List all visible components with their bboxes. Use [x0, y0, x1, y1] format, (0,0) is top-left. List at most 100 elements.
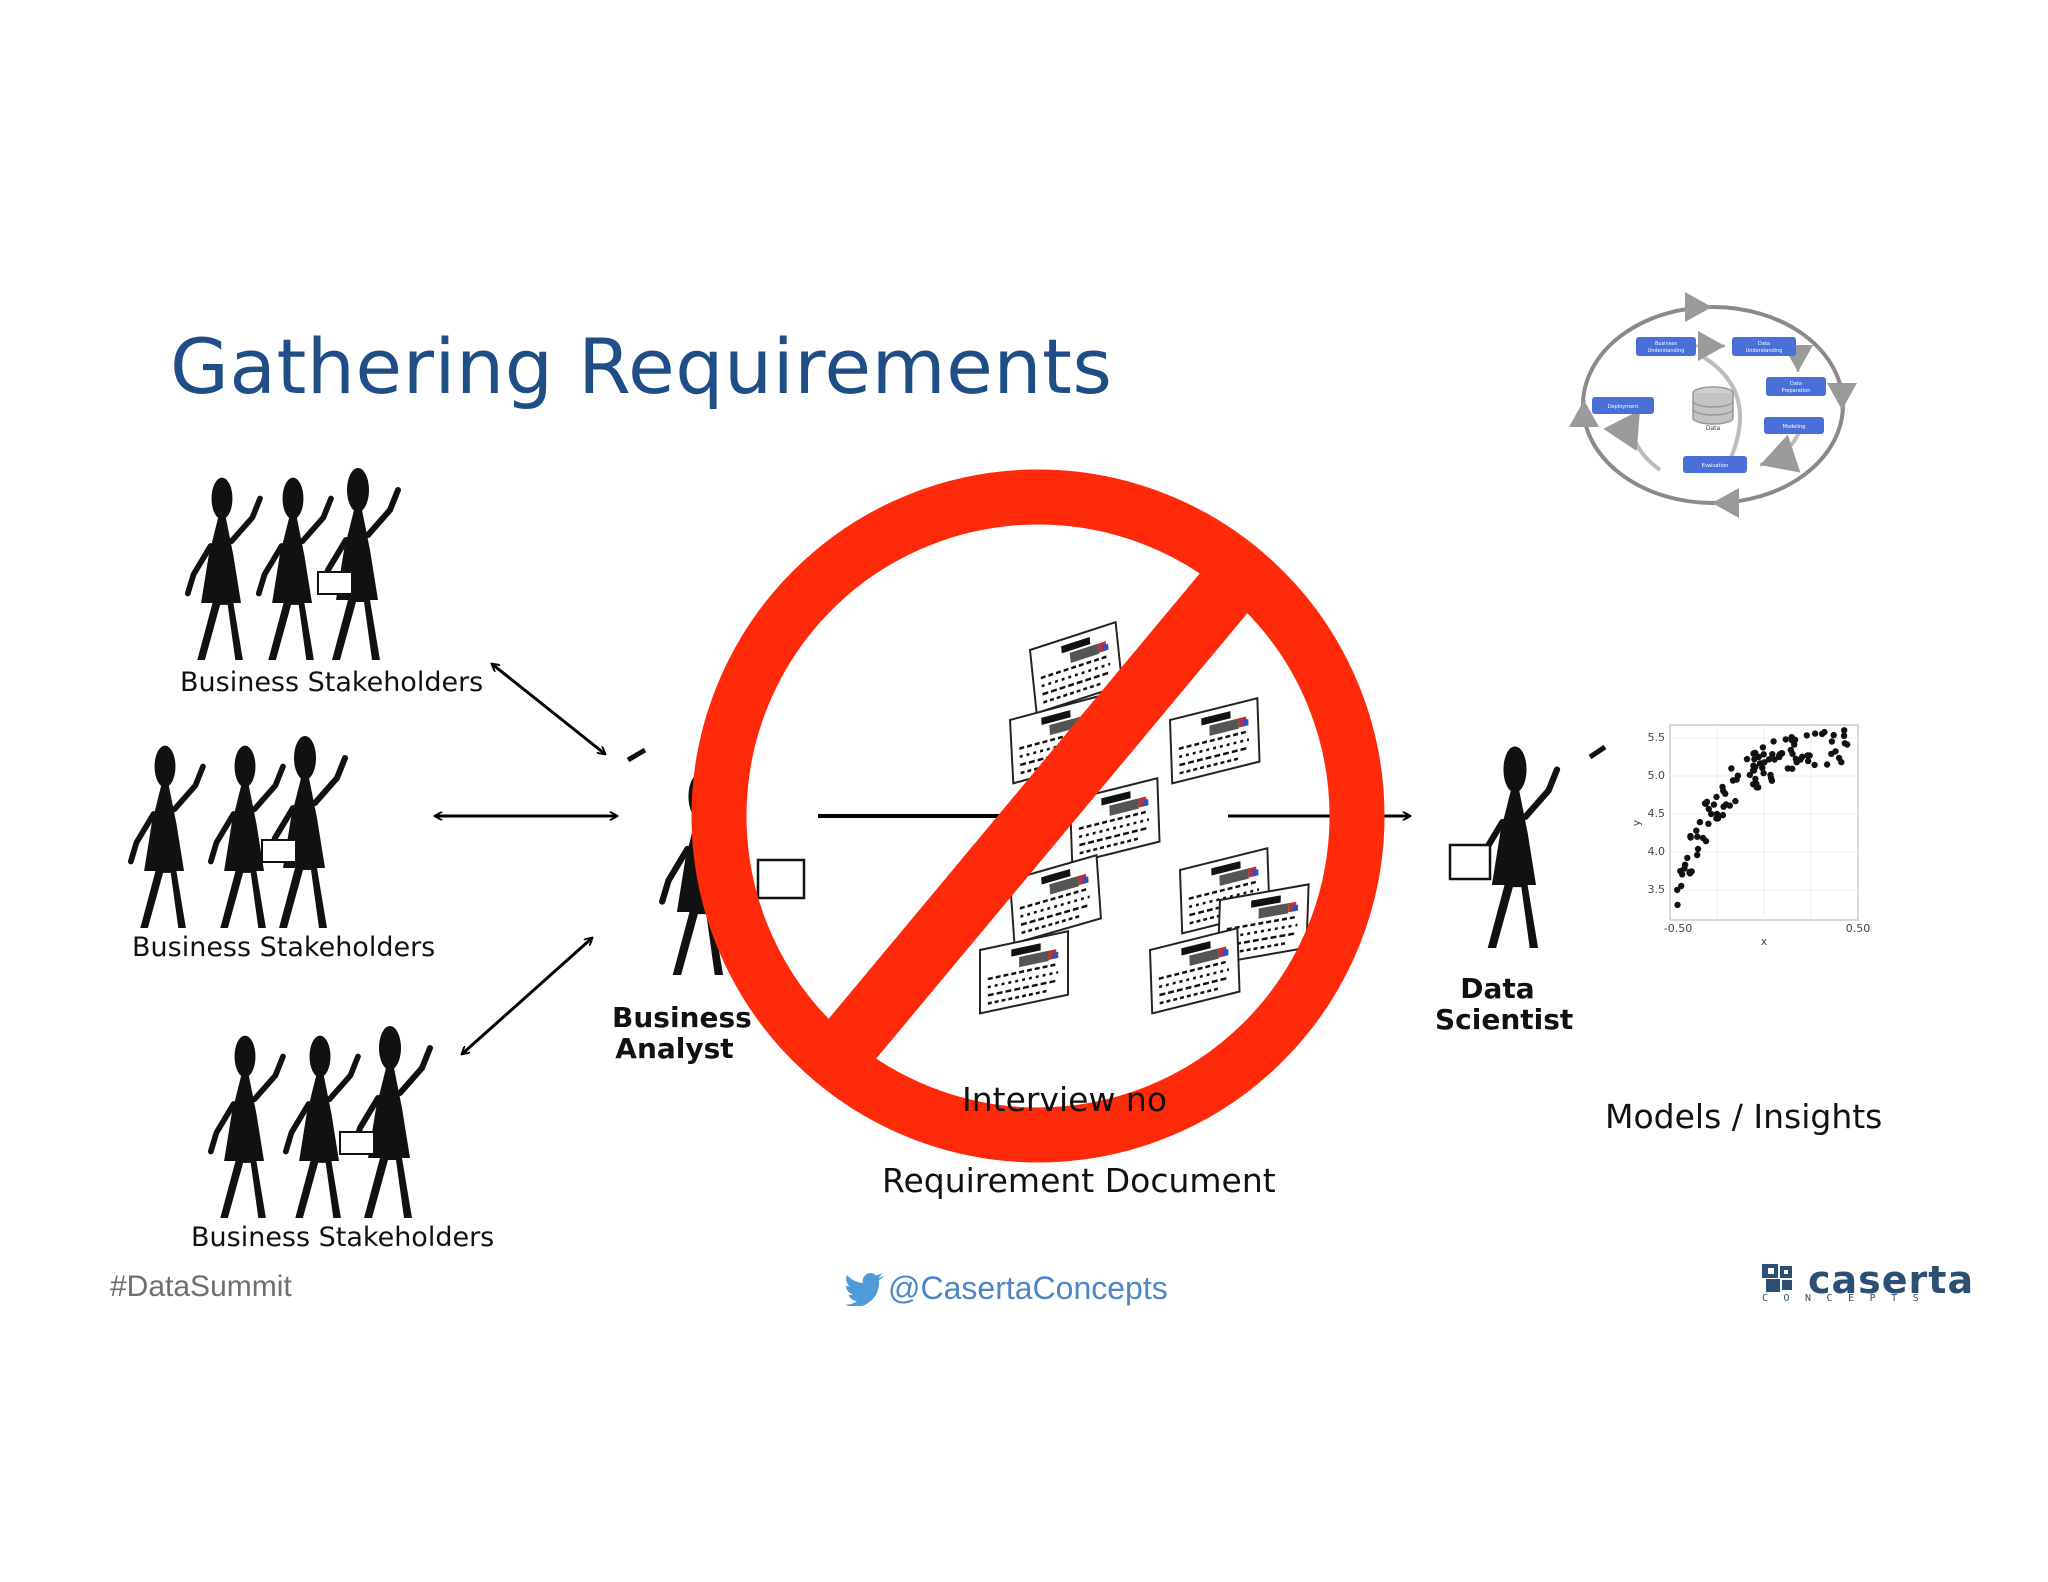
caserta-logo-icon	[1762, 1264, 1792, 1292]
scatter-point	[1705, 820, 1712, 827]
scatter-point	[1719, 811, 1727, 819]
scatter-point	[1701, 800, 1709, 807]
crisp-modeling	[1764, 417, 1824, 434]
twitter-bird-icon	[846, 1273, 884, 1306]
scatter-point	[1778, 750, 1785, 757]
database-icon	[1692, 386, 1734, 425]
analyst-line-1: Business	[612, 1001, 752, 1034]
crisp-deployment	[1592, 397, 1654, 414]
y-tick: 4.5	[1648, 807, 1666, 820]
y-tick: 5.0	[1648, 769, 1666, 782]
hashtag-text: #DataSummit	[110, 1270, 292, 1303]
scatter-point	[1804, 757, 1812, 765]
scatter-point	[1726, 802, 1734, 809]
analyst-line-2: Analyst	[615, 1032, 734, 1065]
scatter-point	[1679, 871, 1686, 878]
svg-text:Understanding: Understanding	[1648, 348, 1685, 354]
y-axis-label: y	[1630, 819, 1643, 826]
scatter-point	[1733, 776, 1740, 783]
x-tick: 0.50	[1846, 922, 1871, 935]
scatter-point	[1830, 731, 1837, 739]
arrow-stakeholders-1-analyst	[492, 664, 605, 754]
x-tick: -0.50	[1664, 922, 1692, 935]
scatter-point	[1694, 833, 1701, 840]
svg-text:Preparation: Preparation	[1782, 388, 1811, 394]
scatter-point	[1841, 727, 1848, 734]
scatter-point	[1693, 827, 1700, 834]
svg-text:Deployment: Deployment	[1608, 404, 1639, 410]
scatter-point	[1720, 787, 1727, 795]
y-tick: 5.5	[1648, 731, 1666, 744]
scatter-point	[1760, 769, 1767, 777]
stakeholder-group-1	[188, 468, 398, 660]
stakeholder-group-3	[211, 1026, 430, 1218]
crisp-business-understanding	[1636, 337, 1696, 356]
scatter-point	[1694, 845, 1702, 853]
scatter-point	[1720, 803, 1727, 810]
scatter-point	[1710, 801, 1718, 808]
models-insights-label: Models / Insights	[1605, 1097, 1883, 1136]
scatter-point	[1684, 854, 1691, 862]
scatter-point	[1713, 810, 1721, 818]
scatter-point	[1787, 746, 1795, 754]
scatter-point	[1708, 810, 1715, 818]
scatter-point	[1759, 744, 1767, 751]
scatter-point	[1782, 736, 1790, 743]
scatter-point	[1828, 738, 1836, 745]
svg-text:Business: Business	[1655, 341, 1677, 347]
crisp-data-understanding	[1732, 337, 1796, 356]
scatter-point	[1696, 818, 1704, 826]
scatter-point	[1768, 777, 1776, 784]
scatter-point	[1840, 732, 1848, 739]
scatter-point	[1699, 834, 1707, 842]
stakeholder-group-2	[131, 736, 345, 928]
scientist-line-1: Data	[1460, 972, 1535, 1005]
scatter-point	[1743, 755, 1751, 763]
scatter-point	[1769, 751, 1776, 758]
scatter-point	[1770, 738, 1777, 745]
arrow-stakeholders-3-analyst	[462, 938, 592, 1054]
prohibition-sign-icon	[691, 469, 1385, 1163]
scatter-point	[1823, 761, 1831, 768]
scatter-point	[1755, 784, 1762, 791]
scatter-point	[1835, 754, 1843, 762]
scatter-point	[1674, 901, 1681, 909]
scatter-point	[1761, 759, 1768, 766]
business-analyst-figure	[626, 747, 806, 975]
scatter-point	[1687, 834, 1694, 841]
y-tick: 3.5	[1648, 883, 1666, 896]
stakeholders-label-2: Business Stakeholders	[132, 932, 436, 963]
caserta-logo-text: caserta	[1808, 1258, 1975, 1302]
scatter-point	[1750, 762, 1757, 769]
caserta-logo-subtext: CONCEPTS	[1762, 1293, 1935, 1304]
stakeholders-label-3: Business Stakeholders	[191, 1222, 495, 1253]
scatter-point	[1818, 730, 1826, 738]
slide-title: Gathering Requirements	[170, 322, 1113, 411]
scatter-point	[1828, 750, 1835, 758]
requirement-document-label: Requirement Document	[882, 1161, 1276, 1200]
scatter-point	[1713, 793, 1720, 801]
scatter-point	[1728, 765, 1735, 772]
svg-text:Data: Data	[1790, 381, 1802, 387]
scatter-point	[1678, 882, 1685, 890]
scatter-point	[1804, 752, 1811, 759]
scatter-point	[1841, 740, 1849, 747]
stakeholders-label-1: Business Stakeholders	[180, 667, 484, 698]
scatter-point	[1746, 771, 1754, 779]
crisp-evaluation	[1683, 456, 1747, 473]
interview-notes-label: Interview no	[962, 1080, 1168, 1119]
svg-text:Data: Data	[1706, 425, 1721, 432]
scatter-point	[1811, 730, 1819, 737]
data-scientist-figure	[1448, 746, 1607, 948]
scatter-point	[1732, 797, 1739, 805]
y-tick: 4.0	[1648, 845, 1666, 858]
svg-text:Understanding: Understanding	[1746, 348, 1783, 354]
scatter-point	[1784, 765, 1792, 772]
scatter-point	[1705, 805, 1713, 813]
x-axis-label: x	[1761, 935, 1768, 948]
scientist-line-2: Scientist	[1435, 1003, 1574, 1036]
scatter-point	[1799, 753, 1806, 760]
scatter-point	[1750, 750, 1757, 757]
